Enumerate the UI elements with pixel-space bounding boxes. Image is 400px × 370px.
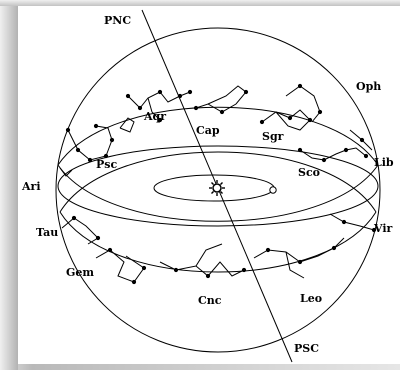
zodiac-band-lower-front	[59, 211, 377, 273]
constellation-lines-gem	[95, 249, 145, 283]
label-sgr: Sgr	[262, 130, 284, 143]
frame-shadow-left	[0, 0, 18, 370]
frame-shadow-top	[0, 0, 400, 6]
label-sco: Sco	[298, 166, 320, 179]
label-aqr: Aqr	[143, 110, 166, 123]
label-gem: Gem	[66, 266, 94, 279]
constellation-lines-tau	[61, 217, 99, 245]
constellation-lines-leo-2	[285, 251, 305, 279]
constellation-lines-vir	[329, 213, 375, 231]
constellation-lines-cnc-2	[195, 243, 223, 267]
constellation-lines-oph	[285, 85, 321, 123]
star-points	[65, 83, 377, 285]
label-leo: Leo	[300, 292, 322, 305]
constellation-lines-cap	[195, 85, 247, 113]
label-vir: Vir	[373, 222, 393, 235]
celestial-sphere-diagram: PNC PSC Oph Aqr Cap Sgr Psc Sco Lib Ari …	[21, 9, 394, 363]
label-cnc: Cnc	[198, 294, 222, 307]
sun-icon	[209, 180, 225, 196]
constellation-lines-sgr	[261, 109, 311, 131]
label-psc: Psc	[96, 158, 117, 171]
zodiac-band-lower-back	[59, 151, 377, 213]
constellation-lines-aqr-2	[147, 97, 161, 121]
label-cap: Cap	[196, 124, 220, 137]
zodiac-band-upper-front	[57, 164, 379, 222]
constellation-lines-sco	[299, 147, 367, 161]
label-south-pole: PSC	[294, 342, 319, 355]
label-oph: Oph	[356, 80, 381, 93]
zodiac-band-upper-back	[57, 106, 379, 166]
ecliptic-plane	[57, 145, 379, 227]
celestial-sphere	[55, 27, 381, 353]
label-lib: Lib	[374, 156, 394, 169]
constellation-lines-ari	[59, 167, 73, 177]
diagram-canvas: PNC PSC Oph Aqr Cap Sgr Psc Sco Lib Ari …	[18, 6, 400, 364]
constellation-figures	[59, 83, 377, 285]
label-ari: Ari	[21, 180, 41, 193]
earth-marker	[269, 186, 277, 194]
label-tau: Tau	[36, 226, 58, 239]
constellation-lines-psc-2	[119, 117, 135, 133]
label-north-pole: PNC	[104, 14, 131, 27]
